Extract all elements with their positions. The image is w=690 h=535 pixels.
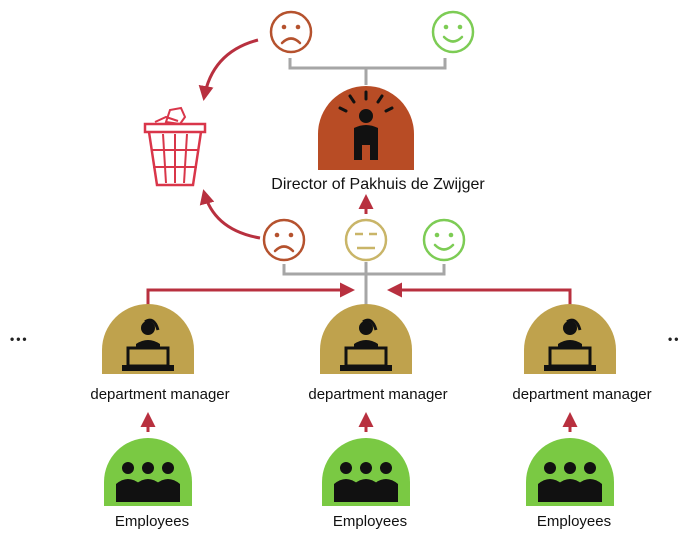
discard-arrow-bottom <box>199 189 261 240</box>
employees-label: Employees <box>536 513 612 530</box>
right-manager-report-arrow <box>387 282 572 308</box>
director-feedback-connector <box>288 58 447 85</box>
left-manager-report-arrow <box>146 282 355 308</box>
employees-icon <box>322 438 410 506</box>
manager-icon <box>320 304 412 374</box>
manager-feedback-connector <box>282 262 446 300</box>
department-manager-label: department manager <box>512 386 652 403</box>
more-departments-left-ellipsis: ••• <box>10 332 29 346</box>
employees-label: Employees <box>332 513 408 530</box>
employees-icon <box>104 438 192 506</box>
director-icon <box>318 86 414 170</box>
employees-icon <box>526 438 614 506</box>
discard-arrow-top <box>198 38 259 101</box>
sad-face-icon <box>262 218 306 262</box>
department-manager-label: department manager <box>90 386 230 403</box>
happy-face-icon <box>422 218 466 262</box>
manager-icon <box>524 304 616 374</box>
department-manager-label: department manager <box>308 386 448 403</box>
manager-icon <box>102 304 194 374</box>
trash-bin-icon <box>143 106 207 187</box>
sad-face-icon <box>269 10 313 54</box>
happy-face-icon <box>431 10 475 54</box>
employees-label: Employees <box>114 513 190 530</box>
director-label: Director of Pakhuis de Zwijger <box>271 176 485 193</box>
neutral-face-icon <box>344 218 388 262</box>
more-departments-right-ellipsis: •• <box>668 332 681 346</box>
